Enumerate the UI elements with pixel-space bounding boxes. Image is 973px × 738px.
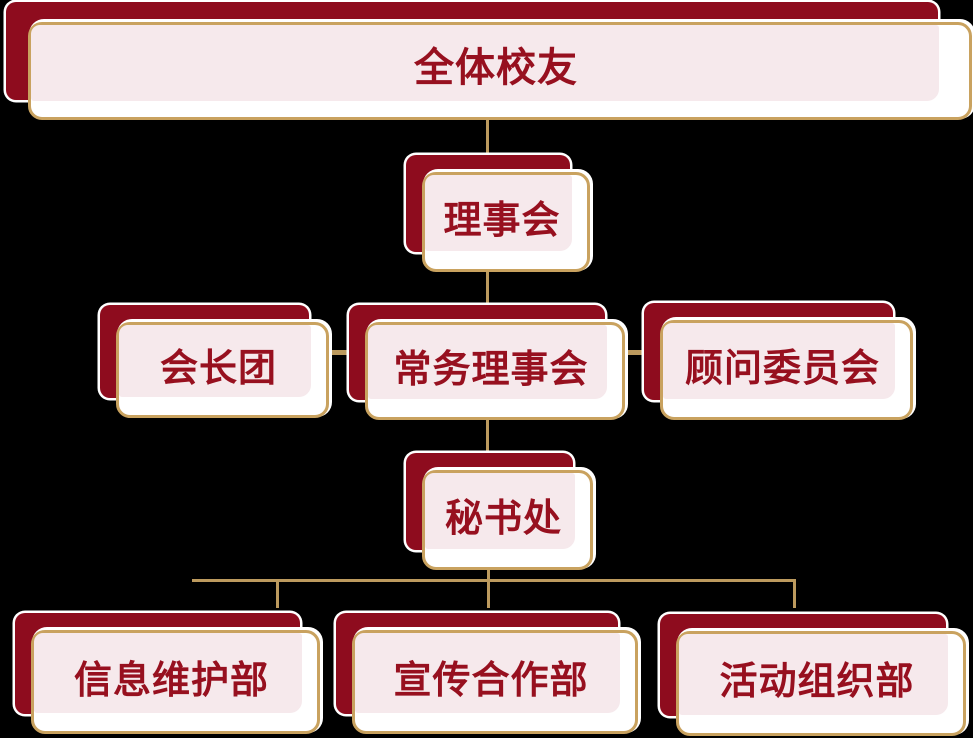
node-label: 活动组织部 xyxy=(719,661,915,703)
org-node-advisory-committee: 顾问委员会 xyxy=(644,303,913,420)
node-card: 全体校友 xyxy=(28,22,972,120)
node-card: 会长团 xyxy=(116,322,329,418)
connector-stub-activity xyxy=(793,579,796,608)
connector-standing-advisory xyxy=(622,350,646,355)
node-card: 理事会 xyxy=(422,172,590,272)
node-label: 常务理事会 xyxy=(393,348,589,391)
org-node-council: 理事会 xyxy=(406,155,590,272)
node-label: 理事会 xyxy=(443,199,561,242)
node-label: 会长团 xyxy=(159,347,277,390)
node-tint xyxy=(31,25,939,101)
node-label: 宣传合作部 xyxy=(393,659,589,702)
connector-presidents-standing xyxy=(325,350,350,355)
node-card: 顾问委员会 xyxy=(660,320,913,420)
node-tint xyxy=(425,175,572,251)
org-node-info-maintenance-dept: 信息维护部 xyxy=(15,613,320,734)
org-node-standing-council: 常务理事会 xyxy=(349,305,625,420)
node-label: 信息维护部 xyxy=(73,659,269,702)
org-node-all-alumni: 全体校友 xyxy=(6,2,972,120)
node-tint xyxy=(34,633,302,713)
node-card: 信息维护部 xyxy=(31,630,320,734)
node-card: 常务理事会 xyxy=(365,322,625,420)
node-tint xyxy=(119,325,311,397)
node-label: 秘书处 xyxy=(444,497,562,540)
org-node-publicity-cooperation-dept: 宣传合作部 xyxy=(336,613,638,734)
connector-secretariat-drop xyxy=(487,568,490,608)
node-tint xyxy=(663,323,895,399)
org-node-secretariat: 秘书处 xyxy=(406,453,593,570)
node-tint xyxy=(355,633,620,713)
org-node-presidents-group: 会长团 xyxy=(100,305,329,418)
org-node-activity-organization-dept: 活动组织部 xyxy=(660,614,966,736)
node-card: 活动组织部 xyxy=(676,631,966,736)
connector-stub-info xyxy=(276,579,279,608)
node-tint xyxy=(425,473,575,549)
node-card: 秘书处 xyxy=(422,470,593,570)
connector-alumni-council xyxy=(486,120,489,158)
node-tint xyxy=(368,325,607,399)
node-label: 顾问委员会 xyxy=(684,347,880,390)
connector-council-standing xyxy=(486,271,489,306)
connector-distribution-line xyxy=(192,579,796,582)
connector-standing-secretariat xyxy=(486,418,489,455)
node-tint xyxy=(679,634,948,715)
node-card: 宣传合作部 xyxy=(352,630,638,734)
node-label: 全体校友 xyxy=(414,46,578,90)
